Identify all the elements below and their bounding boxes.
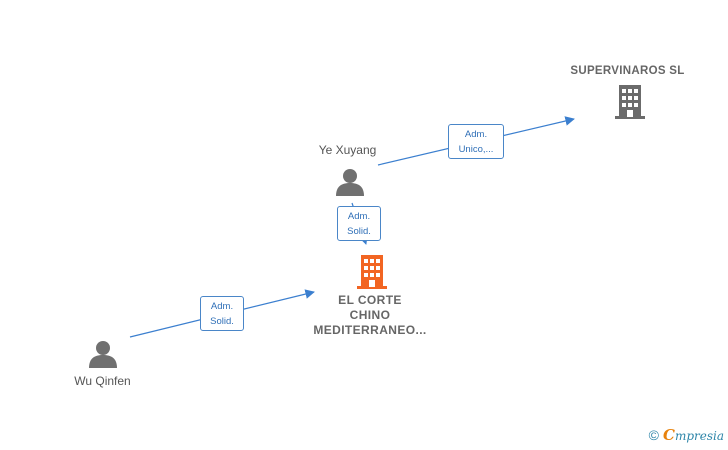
edge-label-line: Unico,... — [458, 144, 494, 155]
building-icon[interactable] — [357, 255, 387, 289]
person-label-wu-qinfen[interactable]: Wu Qinfen — [74, 374, 131, 388]
edge-label-line: Adm. — [210, 301, 234, 312]
person-label-ye-xuyang[interactable]: Ye Xuyang — [318, 143, 377, 157]
edge-label-adm-solid[interactable]: Adm. Solid. — [337, 206, 381, 241]
company-name-line: MEDITERRANEO... — [313, 323, 427, 337]
copyright-icon: © — [648, 427, 659, 443]
person-icon[interactable] — [336, 169, 364, 196]
edge-label-line: Solid. — [347, 226, 371, 237]
edge-label-adm-solid[interactable]: Adm. Solid. — [200, 296, 244, 331]
edge-label-adm-unico[interactable]: Adm. Unico,... — [448, 124, 504, 159]
company-name-line: EL CORTE — [338, 293, 402, 307]
brand-logo-initial: C — [662, 426, 675, 444]
company-name-line: CHINO — [349, 308, 391, 322]
edge-label-line: Adm. — [347, 211, 371, 222]
building-icon[interactable] — [615, 85, 645, 119]
brand-logo-text: mpresia — [674, 429, 724, 443]
company-label-el-corte[interactable]: EL CORTE CHINO MEDITERRANEO... — [300, 293, 440, 338]
person-icon[interactable] — [89, 341, 117, 368]
brand-footer: ©Cmpresia — [649, 426, 724, 444]
edge-label-line: Adm. — [464, 129, 488, 140]
company-label-supervinaros[interactable]: SUPERVINAROS SL — [570, 65, 685, 77]
edge-label-line: Solid. — [210, 316, 234, 327]
